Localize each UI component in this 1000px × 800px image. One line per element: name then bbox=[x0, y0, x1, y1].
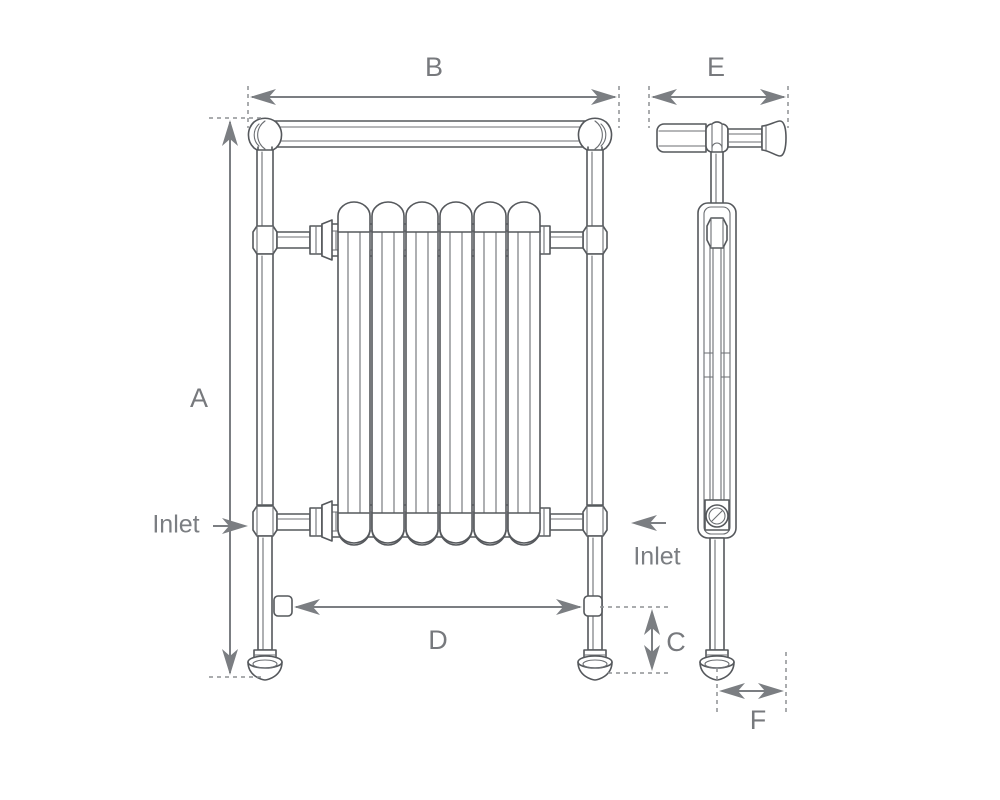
dimension-F: F bbox=[716, 652, 787, 735]
radiator-section bbox=[405, 201, 439, 546]
dimension-label-B: B bbox=[425, 52, 443, 82]
radiator-sections bbox=[335, 201, 541, 546]
radiator-connector-bottom-right bbox=[537, 507, 584, 537]
radiator-connector-top-right bbox=[537, 225, 584, 255]
dimension-label-E: E bbox=[707, 52, 725, 82]
side-view bbox=[656, 120, 787, 681]
radiator-section bbox=[337, 201, 371, 546]
dimension-C: C bbox=[600, 606, 686, 674]
frame-leg-left bbox=[247, 149, 283, 681]
inlet-annotation-left: Inlet bbox=[152, 511, 248, 539]
towel-rail-top bbox=[258, 120, 602, 148]
inlet-label-left: Inlet bbox=[152, 511, 199, 539]
radiator-section bbox=[371, 201, 405, 546]
frame-leg-right bbox=[577, 149, 613, 681]
dimension-label-F: F bbox=[750, 705, 767, 735]
dimension-label-D: D bbox=[428, 625, 448, 655]
dimension-A: A bbox=[190, 117, 262, 678]
dimension-B: B bbox=[247, 52, 620, 128]
wall-fixing-block-left bbox=[273, 595, 293, 617]
wall-fixing-block-right bbox=[583, 595, 603, 617]
inlet-label-right: Inlet bbox=[633, 543, 680, 571]
radiator-section bbox=[473, 201, 507, 546]
inlet-annotation-right: Inlet bbox=[631, 515, 681, 571]
front-view bbox=[247, 117, 613, 681]
dimension-label-A: A bbox=[190, 383, 208, 413]
dimension-D: D bbox=[294, 599, 582, 655]
side-towel-rail bbox=[656, 120, 787, 219]
side-radiator-body bbox=[697, 202, 737, 539]
radiator-connector-bottom-left bbox=[276, 507, 323, 537]
dimension-label-C: C bbox=[666, 627, 686, 657]
radiator-section bbox=[507, 201, 541, 546]
dimension-E: E bbox=[648, 52, 789, 128]
radiator-section bbox=[439, 201, 473, 546]
